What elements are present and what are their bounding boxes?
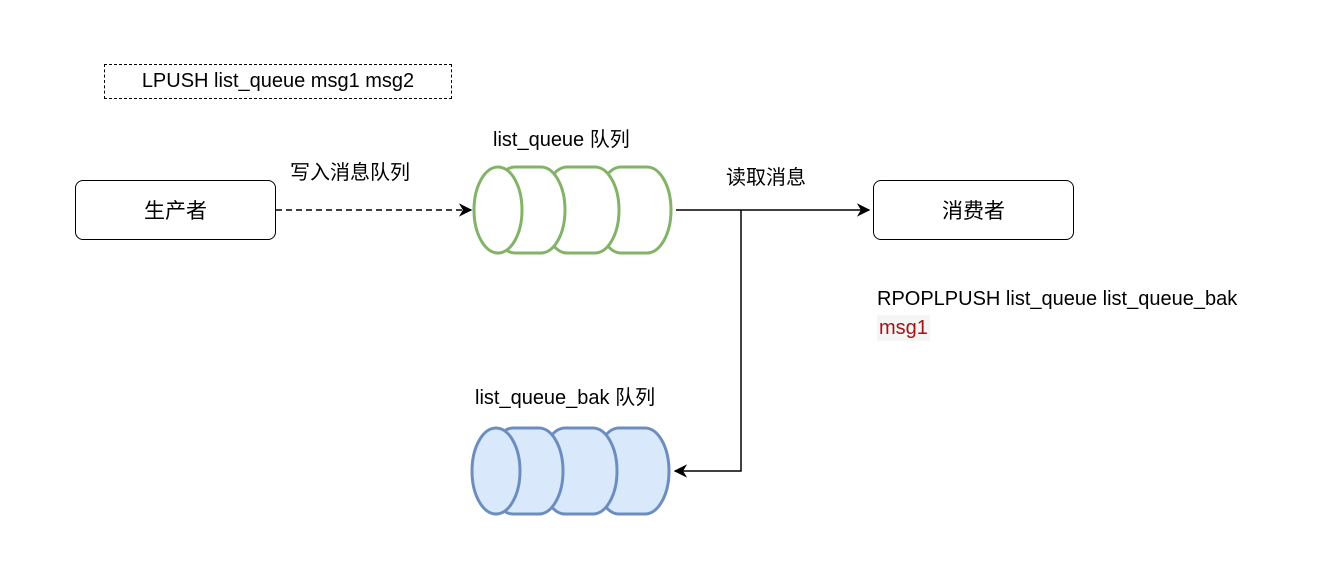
backup-queue-cap — [470, 426, 522, 516]
main-queue-title: list_queue 队列 — [493, 129, 630, 151]
producer-node: 生产者 — [75, 180, 276, 240]
main-queue-cap — [472, 165, 524, 255]
lpush-command-label: LPUSH list_queue msg1 msg2 — [104, 64, 452, 99]
read-edge-label: 读取消息 — [726, 167, 806, 189]
consumer-node: 消费者 — [873, 180, 1074, 240]
write-edge-label: 写入消息队列 — [290, 162, 410, 184]
backup-queue-title: list_queue_bak 队列 — [475, 387, 656, 409]
rpoplpush-result-label: msg1 — [877, 315, 930, 341]
backup-queue-cylinder — [470, 426, 671, 516]
rpoplpush-command-label: RPOPLPUSH list_queue list_queue_bak — [877, 288, 1238, 310]
main-queue-cylinder — [472, 165, 673, 255]
edge-queue-to-backup — [673, 210, 742, 478]
